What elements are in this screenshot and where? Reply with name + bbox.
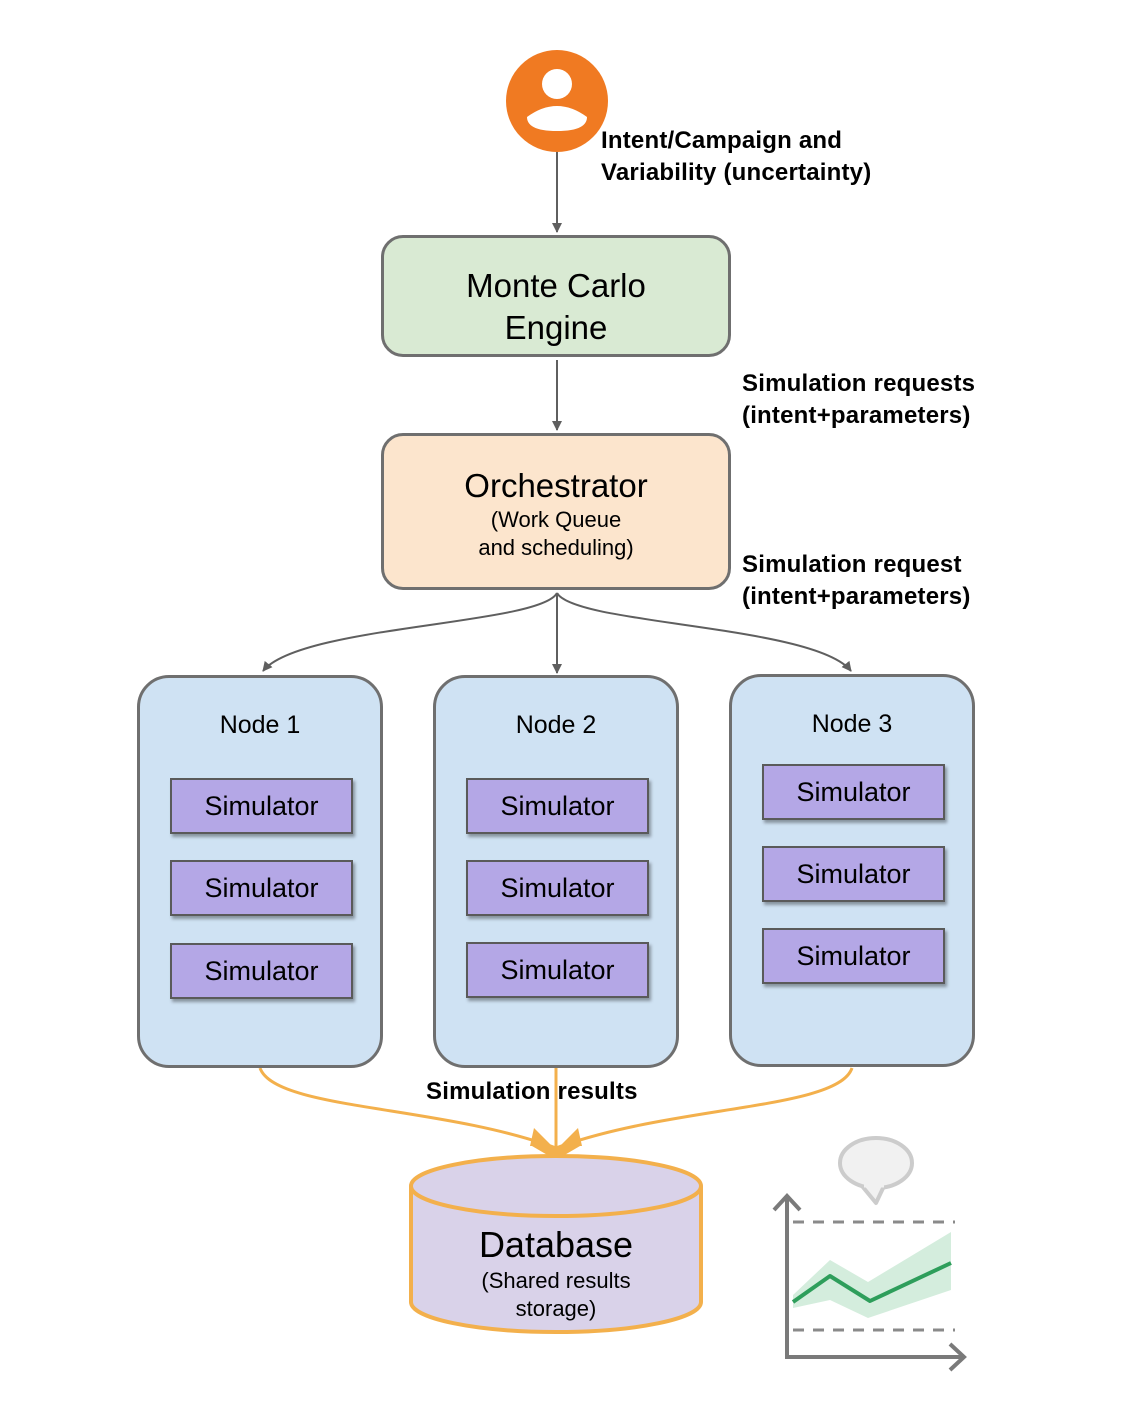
chart-uncertainty-band [793,1232,951,1318]
results-arrowhead-left [530,1128,552,1146]
node-1-simulator-2: Simulator [170,860,353,916]
simulation-request-line-2: (intent+parameters) [742,583,971,610]
orchestrator-subtitle-line-1: (Work Queue [490,507,622,532]
arrow-orchestrator-to-node-3 [556,592,852,672]
node-2-simulator-2: Simulator [466,860,649,916]
results-arrowhead-right [560,1128,582,1146]
chart-y-axis-arrowhead [772,1193,802,1212]
simulation-requests-label: Simulation requests (intent+parameters) [742,368,975,432]
node-3-simulator-3: Simulator [762,928,945,984]
uncertainty-line-chart-icon [772,1193,967,1372]
simulation-requests-line-2: (intent+parameters) [742,402,971,429]
chart-axes [785,1197,962,1359]
simulation-results-label: Simulation results [426,1078,638,1105]
node-1-title: Node 1 [219,711,301,739]
orchestrator-subtitle-line-2: and scheduling) [478,535,634,560]
results-arrowhead [532,1146,580,1160]
monte-carlo-engine-box: Monte Carlo Engine [381,235,731,357]
node-3-simulator-1: Simulator [762,764,945,820]
engine-title-line-1: Monte Carlo [466,267,646,304]
node-2-title: Node 2 [515,711,597,739]
simulation-request-line-1: Simulation request [742,551,962,578]
node-1-simulator-1: Simulator [170,778,353,834]
node-2: Node 2 Simulator Simulator Simulator [433,675,679,1068]
results-curve-node-3 [555,1067,854,1150]
chart-x-axis-arrowhead [948,1342,967,1372]
node-3: Node 3 Simulator Simulator Simulator [729,674,975,1067]
database-subtitle-line-1: (Shared results [481,1268,631,1293]
speech-bubble-icon [838,1136,914,1205]
intent-label: Intent/Campaign and Variability (uncerta… [601,125,871,189]
orchestrator-box: Orchestrator (Work Queue and scheduling) [381,433,731,590]
arrow-orchestrator-to-node-1 [262,592,558,672]
database-title: Database [478,1224,634,1265]
chart-trend-line [791,1261,952,1304]
node-3-simulator-2: Simulator [762,846,945,902]
database-subtitle-line-2: storage) [515,1296,597,1321]
simulation-requests-line-1: Simulation requests [742,370,976,397]
node-2-simulator-1: Simulator [466,778,649,834]
engine-title-line-2: Engine [504,309,608,346]
intent-label-line-1: Intent/Campaign and [601,127,843,154]
orchestrator-title: Orchestrator [464,467,648,504]
node-1: Node 1 Simulator Simulator Simulator [137,675,383,1068]
node-3-title: Node 3 [811,710,893,738]
simulation-request-label: Simulation request (intent+parameters) [742,549,971,613]
results-curve-node-1 [258,1067,557,1150]
node-1-simulator-3: Simulator [170,943,353,999]
database-cylinder [409,1154,703,1334]
node-2-simulator-3: Simulator [466,942,649,998]
intent-label-line-2: Variability (uncertainty) [601,159,872,186]
user-avatar-icon [506,50,608,152]
